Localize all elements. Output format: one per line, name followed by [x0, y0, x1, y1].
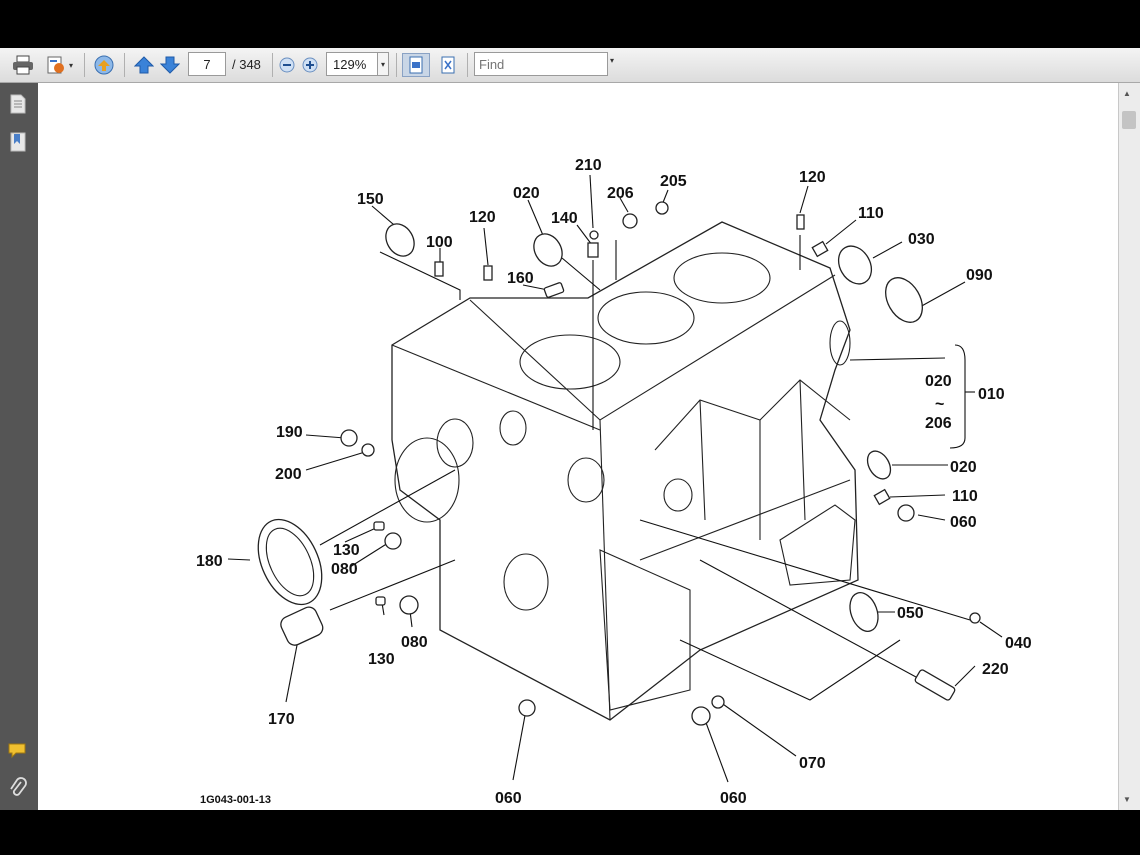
part-label: 070 — [799, 755, 826, 772]
part-label: 180 — [196, 553, 223, 570]
part-label: 205 — [660, 173, 687, 190]
part-label: 120 — [799, 169, 826, 186]
part-label: 020 — [513, 185, 540, 202]
zoom-in-icon — [302, 57, 318, 73]
comments-button[interactable] — [7, 741, 29, 766]
part-label: 140 — [551, 210, 578, 227]
zoom-dropdown[interactable]: ▾ — [377, 52, 389, 76]
range-tilde: ~ — [935, 396, 944, 413]
left-panel — [0, 83, 38, 810]
part-label: 210 — [575, 157, 602, 174]
find-input[interactable] — [474, 52, 608, 76]
bottom-bar — [0, 810, 1140, 855]
cylinder-block-drawing — [391, 221, 859, 721]
part-label: 206 — [925, 415, 952, 432]
next-page-button[interactable] — [158, 53, 182, 77]
scroll-down-arrow-icon[interactable]: ▼ — [1123, 795, 1131, 804]
zoom-out-button[interactable] — [278, 53, 296, 77]
fit-width-button[interactable] — [402, 53, 430, 77]
attachments-icon — [10, 777, 27, 796]
part-label: 020 — [950, 459, 977, 476]
chevron-down-icon: ▾ — [610, 56, 615, 65]
part-label: 090 — [966, 267, 993, 284]
part-label: 060 — [720, 790, 747, 807]
parts — [257, 201, 981, 726]
part-label: 100 — [426, 234, 453, 251]
scrollbar-thumb[interactable] — [1122, 111, 1136, 129]
part-number-labels: 210 206 205 120 020 140 150 120 100 110 030 160 090 0… — [196, 157, 1032, 807]
vertical-scrollbar[interactable]: ▲ ▼ — [1118, 83, 1140, 810]
fit-page-icon — [441, 56, 455, 74]
part-label: 190 — [276, 424, 303, 441]
export-button[interactable]: ▾ — [42, 53, 76, 77]
fit-page-button[interactable] — [436, 53, 460, 77]
comments-icon — [8, 743, 26, 759]
print-icon — [13, 55, 33, 75]
part-label: 130 — [368, 651, 395, 668]
page-total: / 348 — [232, 57, 261, 72]
part-label: 050 — [897, 605, 924, 622]
share-icon — [94, 55, 114, 75]
part-label: 060 — [950, 514, 977, 531]
part-label: 150 — [357, 191, 384, 208]
find-options-dropdown[interactable]: ▾ — [610, 56, 614, 65]
page-number-input[interactable]: 7 — [188, 52, 226, 76]
previous-page-button[interactable] — [132, 53, 156, 77]
part-label: 020 — [925, 373, 952, 390]
part-label: 160 — [507, 270, 534, 287]
part-label: 030 — [908, 231, 935, 248]
figure-code: 1G043-001-13 — [200, 794, 271, 806]
part-label: 080 — [331, 561, 358, 578]
part-label: 010 — [978, 386, 1005, 403]
toolbar: ▾ 7 / 348 129% ▾ ▾ — [0, 48, 1140, 83]
leader-lines — [227, 174, 1003, 783]
attachments-button[interactable] — [8, 777, 28, 804]
pages-panel-icon — [10, 94, 26, 114]
part-label: 040 — [1005, 635, 1032, 652]
part-label: 120 — [469, 209, 496, 226]
part-label: 080 — [401, 634, 428, 651]
exploded-parts-diagram: 210 206 205 120 020 140 150 120 100 110 030 160 090 0… — [196, 157, 1032, 807]
scroll-up-arrow-icon[interactable]: ▲ — [1123, 89, 1131, 98]
part-label: 110 — [952, 488, 978, 505]
part-label: 200 — [275, 466, 302, 483]
part-label: 110 — [858, 205, 884, 222]
part-label: 060 — [495, 790, 522, 807]
part-label: 220 — [982, 661, 1009, 678]
next-page-icon — [160, 56, 180, 74]
part-label: 170 — [268, 711, 295, 728]
zoom-input[interactable]: 129% — [326, 52, 378, 76]
bookmarks-panel-button[interactable] — [8, 131, 28, 158]
export-icon — [47, 56, 64, 74]
part-label: 130 — [333, 542, 360, 559]
fit-width-icon — [409, 56, 423, 74]
share-button[interactable] — [90, 53, 118, 77]
print-button[interactable] — [10, 53, 36, 77]
zoom-in-button[interactable] — [301, 53, 319, 77]
previous-page-icon — [134, 56, 154, 74]
chevron-down-icon: ▾ — [380, 59, 385, 69]
part-label: 206 — [607, 185, 634, 202]
document-page: 210 206 205 120 020 140 150 120 100 110 030 160 090 0… — [38, 83, 1118, 810]
pages-panel-button[interactable] — [8, 93, 28, 120]
bookmarks-panel-icon — [10, 132, 26, 152]
zoom-out-icon — [279, 57, 295, 73]
